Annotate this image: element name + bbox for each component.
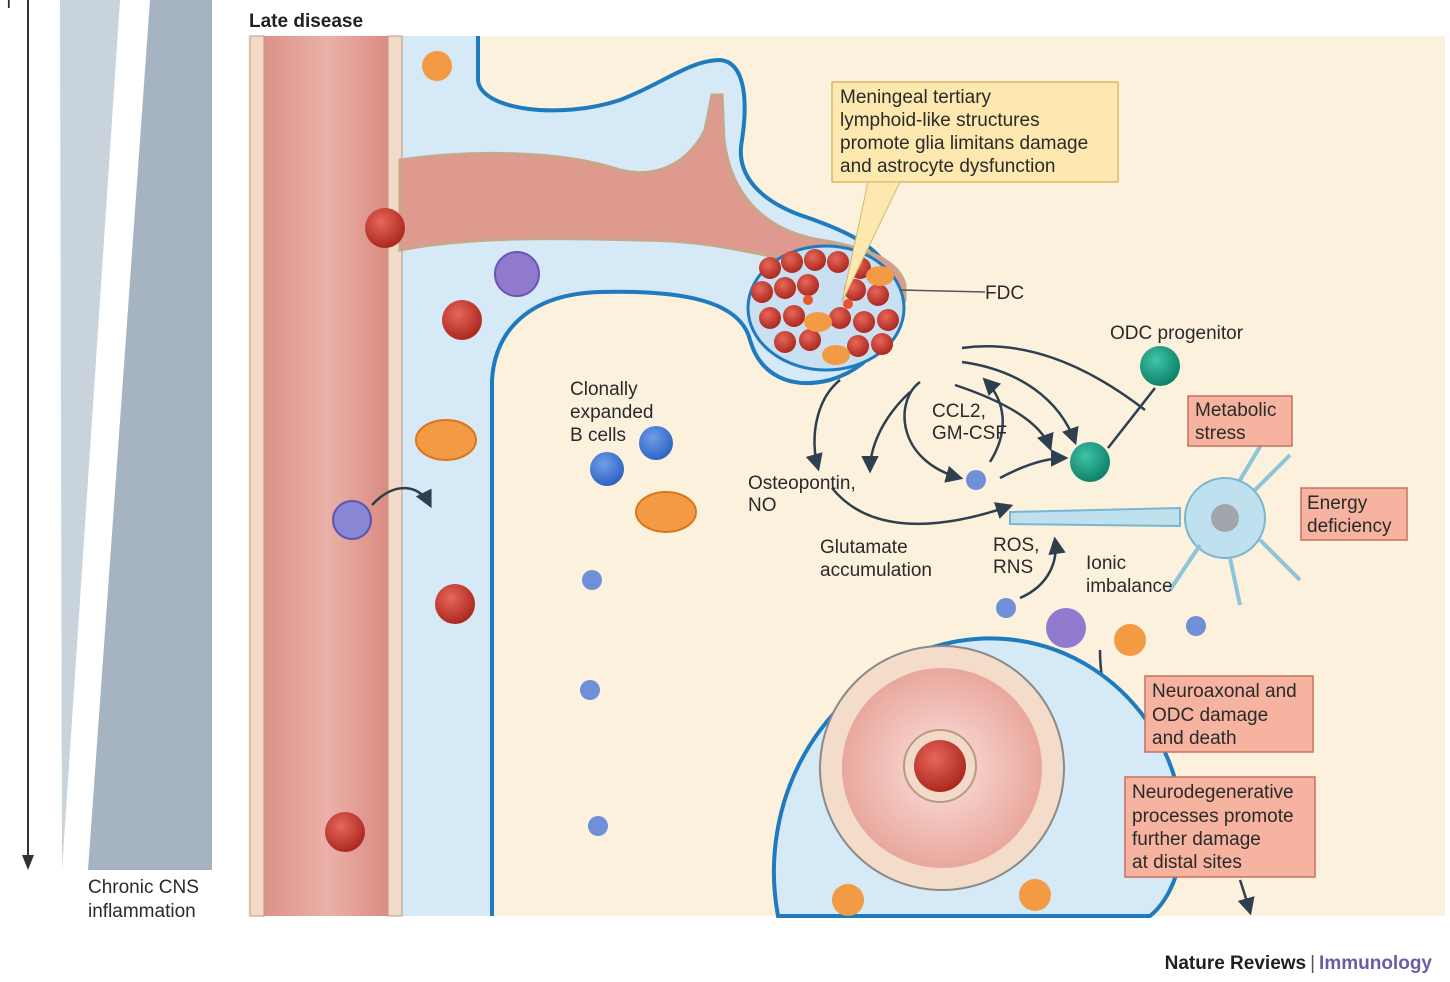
neuron [1009,428,1302,606]
neurodegenerative-line4: at distal sites [1132,852,1242,873]
vessel-wall-right [387,35,403,917]
ionic-line1: Ionic [1086,553,1126,574]
ionic-line2: imbalance [1086,576,1173,597]
vessel-wall-left [249,35,265,917]
fdc-label: FDC [985,283,1024,304]
glutamate-line2: accumulation [820,560,932,581]
migration-arrow [371,486,432,509]
publisher-name: Nature Reviews [1164,953,1307,974]
meningeal-line4: and astrocyte dysfunction [840,156,1055,177]
fdc-leader [899,289,986,293]
meningeal-box [831,81,1119,183]
neurodegenerative-box [1124,776,1316,878]
journal-credit: Nature Reviews|Immunology [1165,953,1432,975]
clonal-line1: Clonally [570,379,638,400]
plasma-cells [415,419,697,533]
neurodegenerative-line2: processes promote [1132,806,1294,827]
meningeal-callout-pointer [841,181,901,303]
vessel-cross-section [771,636,1185,918]
branch-vessel [398,93,907,303]
metabolic-line1: Metabolic [1195,400,1276,421]
ros-line2: RNS [993,557,1033,578]
clonal-line3: B cells [570,425,626,446]
clonal-line2: expanded [570,402,653,423]
red-blood-cells [325,208,482,852]
odc-progenitor-label: ODC progenitor [1110,323,1244,344]
neurodegenerative-line3: further damage [1132,829,1261,850]
credit-separator: | [1310,953,1316,974]
journal-name: Immunology [1319,953,1432,974]
neurodegenerative-line1: Neurodegenerative [1132,782,1294,803]
inflammation-gradient [60,0,212,870]
microglia [422,51,1206,836]
meningeal-line2: lymphoid-like structures [840,110,1040,131]
ccl2-line2: GM-CSF [932,423,1007,444]
gradient-label-line2: inflammation [88,901,196,922]
pathway-arrows [805,345,1255,916]
meningeal-line1: Meningeal tertiary [840,87,992,108]
time-axis [22,0,34,870]
dendritic-cell [494,251,540,297]
monocyte [332,500,372,540]
blood-vessel [250,36,390,916]
neuroaxonal-line1: Neuroaxonal and [1152,681,1297,702]
osteopontin-line1: Osteopontin, [748,473,856,494]
osteopontin-line2: NO [748,495,777,516]
neuroaxonal-box [1144,675,1314,753]
panel-title: Late disease [249,11,363,32]
odc-progenitor-cell [1140,346,1180,386]
odc-inhibition-line [1107,387,1156,449]
tertiary-lymphoid-structure [746,244,906,372]
metabolic-box [1187,395,1293,447]
energy-box [1300,487,1408,541]
meningeal-line3: promote glia limitans damage [840,133,1088,154]
neuroaxonal-line2: ODC damage [1152,705,1268,726]
b-cells [590,426,673,486]
neuroaxonal-line3: and death [1152,728,1237,749]
oligodendrocyte [1070,442,1110,482]
metabolic-line2: stress [1195,423,1246,444]
axis-cut-label: T [3,0,15,13]
glutamate-line1: Glutamate [820,537,908,558]
energy-line1: Energy [1307,493,1368,514]
energy-line2: deficiency [1307,516,1392,537]
ccl2-line1: CCL2, [932,401,986,422]
ros-line1: ROS, [993,535,1039,556]
gradient-label-line1: Chronic CNS [88,877,199,898]
